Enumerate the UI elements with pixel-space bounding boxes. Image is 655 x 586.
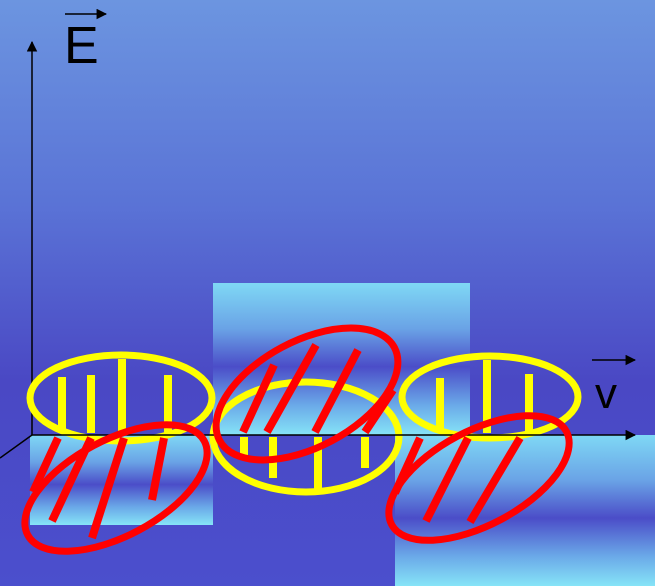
b-wave-lobe-2 (212, 324, 402, 464)
magnetic-field-wave (21, 324, 573, 555)
b-wave-lobe-1 (21, 421, 211, 555)
e-wave-lobe-2 (209, 378, 403, 496)
velocity-label: v (595, 369, 617, 418)
e-field-label: E (64, 17, 99, 75)
b-wave-lobe-3 (385, 412, 573, 544)
e-wave-lobe-3 (398, 352, 582, 442)
background-panel-right (395, 435, 655, 586)
depth-axis (0, 434, 33, 459)
